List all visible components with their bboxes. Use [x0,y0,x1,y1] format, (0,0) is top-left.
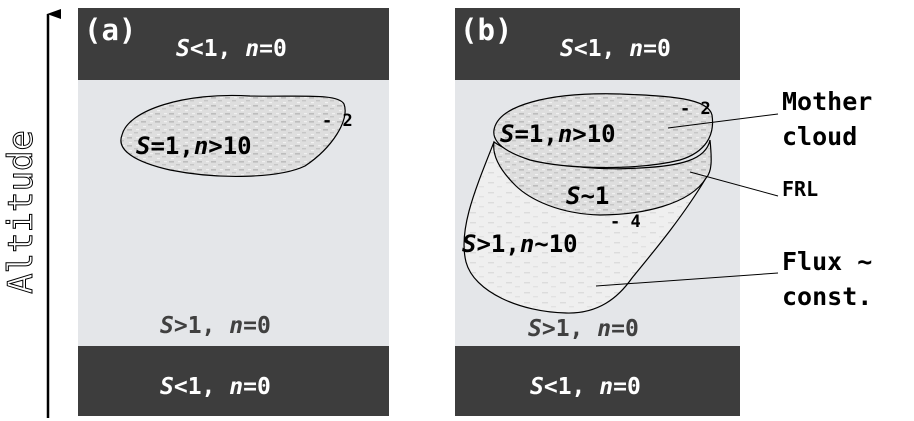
panel-b-bottom-band [455,346,740,416]
panel-b-top-band [455,8,740,80]
panel-a-top-band [78,8,389,80]
panel-b-cloud-label: S=1,n>10 [500,120,616,148]
mother-cloud-leader [667,113,779,129]
panel-b: (b) S<1, n=0 S=1,n>10 - 2 S~1 S>1,n~10 -… [455,8,740,416]
panel-a-tag: (a) [84,13,136,47]
panel-b-lower-label: S>1, n=0 [528,316,639,342]
altitude-label: Altitude [1,130,41,294]
flux-leader [595,272,779,287]
panel-b-top-label: S<1, n=0 [560,36,671,62]
annotations: Mother cloud FRL Flux ~ const. [595,87,887,311]
panel-b-flux-label: S>1,n~10 [462,230,578,258]
frl-annotation: FRL [782,177,818,201]
mother-cloud-annotation: Mother cloud [782,87,887,151]
panel-a-lower-label: S>1, n=0 [160,313,271,339]
panel-a: (a) S<1, n=0 S=1,n>10 - 2 S>1, n=0 S<1, … [78,8,389,416]
panel-b-mother-cloud [493,93,714,169]
panel-a-cloud-exponent: - 2 [322,111,353,131]
panel-a-top-label: S<1, n=0 [176,36,287,62]
panel-a-bottom-label: S<1, n=0 [160,374,271,400]
panel-b-bottom-label: S<1, n=0 [530,374,641,400]
panel-b-cloud-exponent: - 2 [680,99,711,119]
flux-annotation: Flux ~ const. [782,247,887,311]
frl-leader [689,171,779,197]
panel-b-tag: (b) [460,13,512,47]
panel-a-cloud-label: S=1,n>10 [136,132,252,160]
panel-a-cloud [120,94,346,177]
altitude-axis: Altitude [1,9,61,418]
panel-a-bottom-band [78,346,389,416]
panel-b-flux-exponent: - 4 [610,212,641,232]
panel-b-frl-region [493,139,712,216]
panel-b-frl-label: S~1 [566,182,609,210]
